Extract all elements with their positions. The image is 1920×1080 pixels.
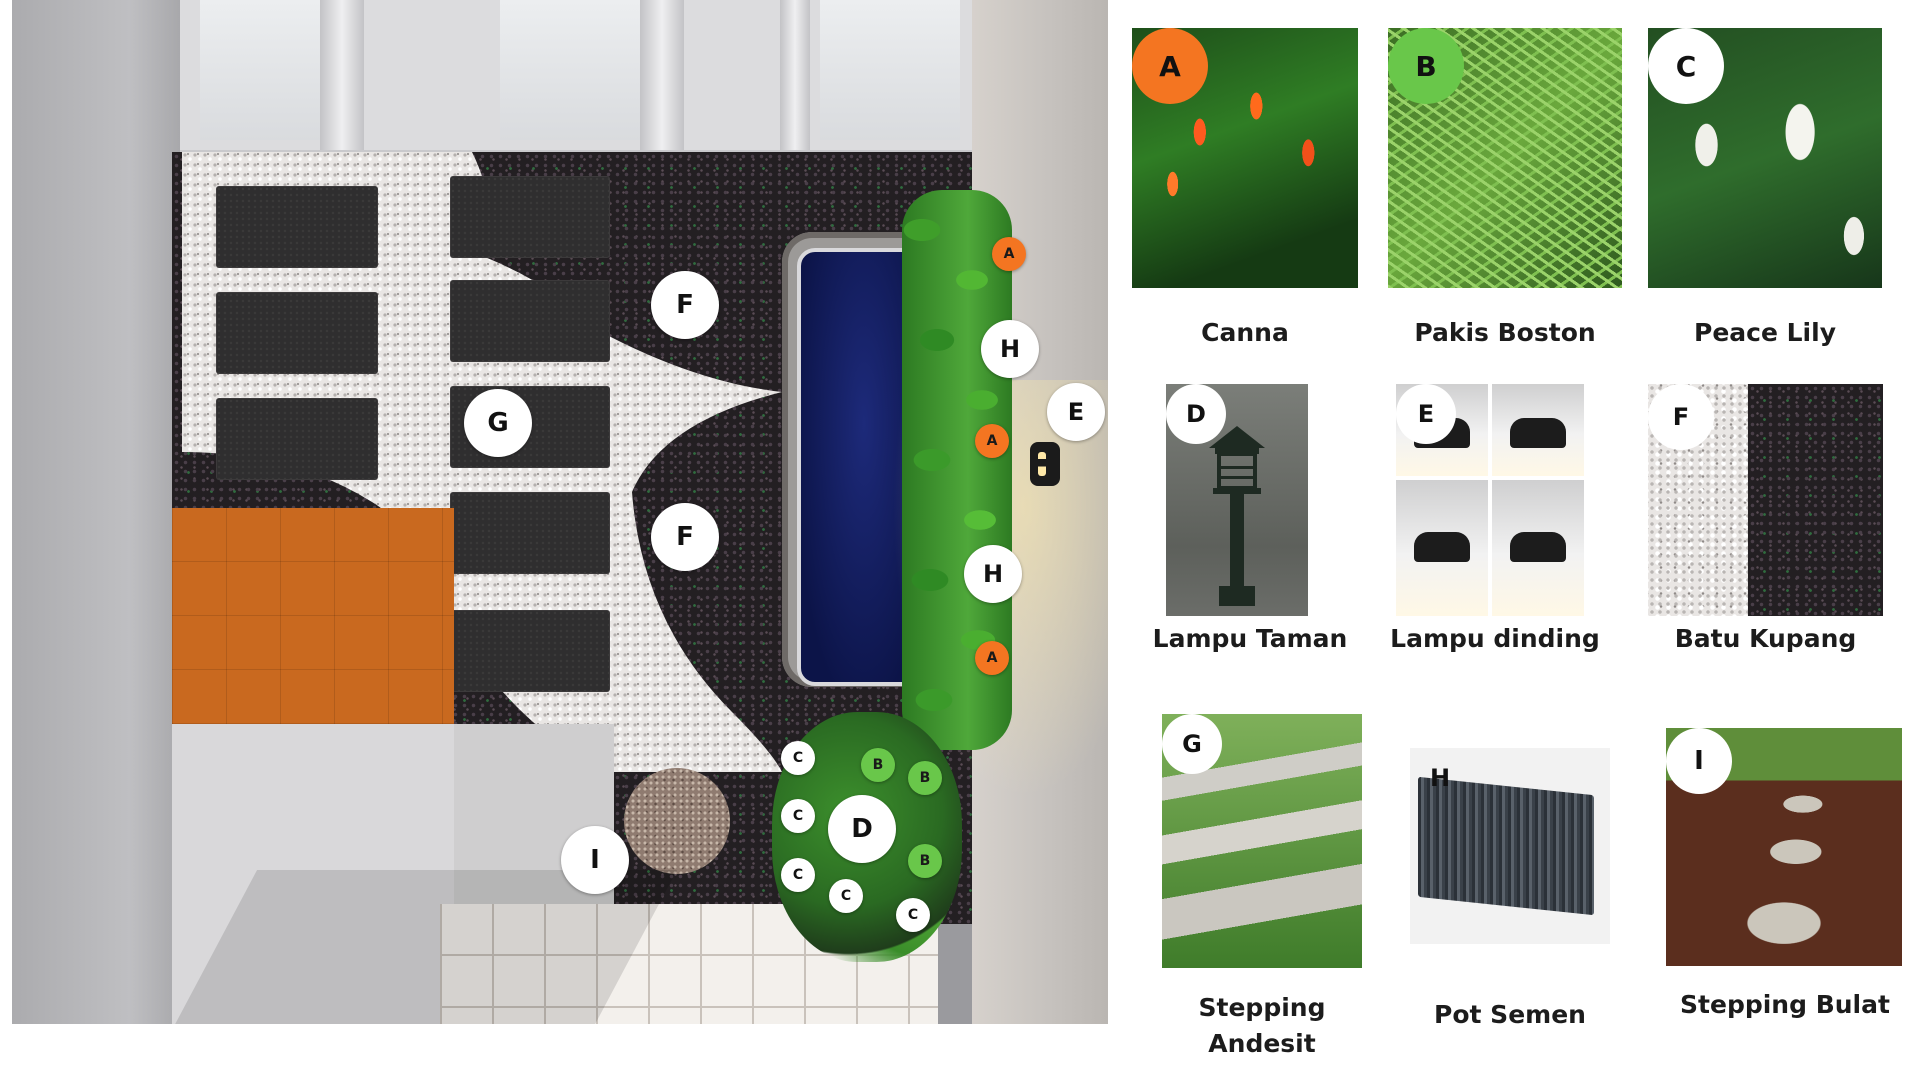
marker-b: B (908, 761, 942, 795)
round-stepping-photo: I (1666, 728, 1902, 966)
marker-c: C (781, 741, 815, 775)
badge-b: B (1388, 28, 1464, 104)
wall-lamp-icon (1030, 442, 1060, 486)
marker-c: C (896, 898, 930, 932)
marker-a: A (992, 237, 1026, 271)
stepping-stone (450, 176, 610, 258)
marker-c: C (781, 858, 815, 892)
legend-label: Batu Kupang (1674, 624, 1857, 653)
garden-plan: F F G H H E A A A B B B C C C C C D I (12, 0, 1108, 1024)
badge-i: I (1666, 728, 1732, 794)
badge-d: D (1166, 384, 1226, 444)
stepping-stone (450, 280, 610, 362)
legend-label: Pot Semen (1434, 1000, 1586, 1029)
wall-lamp-icon (1396, 480, 1488, 616)
marker-c: C (829, 879, 863, 913)
pergola-glass (200, 0, 320, 140)
legend-label: Stepping Bulat (1680, 990, 1890, 1019)
marker-i: I (561, 826, 629, 894)
legend-label: Stepping Andesit (1198, 993, 1326, 1058)
round-stepping-stone (624, 768, 730, 874)
stepping-stone (450, 492, 610, 574)
wall-lamp-photo: E (1396, 384, 1584, 616)
badge-f: F (1648, 384, 1714, 450)
marker-h: H (981, 320, 1039, 378)
badge-a: A (1132, 28, 1208, 104)
legend-label: Canna (1201, 318, 1289, 347)
pergola-glass (820, 0, 960, 140)
marker-e: E (1047, 383, 1105, 441)
legend-label: Lampu Taman (1152, 624, 1348, 653)
floor (172, 724, 454, 1024)
marker-g: G (464, 389, 532, 457)
marker-c: C (781, 799, 815, 833)
wall-lamp-icon (1492, 480, 1584, 616)
pergola-beam (780, 0, 810, 150)
marker-b: B (908, 844, 942, 878)
legend-label: Peace Lily (1694, 318, 1836, 347)
fern-photo: B (1388, 28, 1622, 288)
pergola (180, 0, 972, 156)
stepping-stone (216, 292, 378, 374)
marker-b: B (861, 748, 895, 782)
peace-lily-photo: C (1648, 28, 1882, 288)
wood-deck (172, 508, 454, 724)
marker-a: A (975, 424, 1009, 458)
badge-h: H (1429, 764, 1451, 792)
badge-c: C (1648, 28, 1724, 104)
badge-g: G (1162, 714, 1222, 774)
pergola-beam (320, 0, 364, 150)
cement-pot-photo: H (1410, 748, 1610, 944)
garden-lamp-icon (1209, 425, 1265, 606)
badge-e: E (1396, 384, 1456, 444)
wall-lamp-icon (1492, 384, 1584, 476)
left-wall (12, 0, 180, 1024)
pergola-glass (500, 0, 640, 140)
pebble-photo: F (1648, 384, 1883, 616)
marker-a: A (975, 641, 1009, 675)
pergola-beam (640, 0, 684, 150)
stepping-stone (216, 398, 378, 480)
marker-h: H (964, 545, 1022, 603)
marker-f: F (651, 503, 719, 571)
stepping-stone (450, 610, 610, 692)
garden-lamp-photo: D (1166, 384, 1308, 616)
dark-pebble-swatch (1748, 384, 1883, 616)
legend-label: Pakis Boston (1414, 318, 1596, 347)
marker-f: F (651, 271, 719, 339)
marker-d: D (828, 795, 896, 863)
canna-photo: A (1132, 28, 1358, 288)
andesite-photo: G (1162, 714, 1362, 968)
legend-label: Lampu dinding (1390, 624, 1600, 653)
stepping-stone (216, 186, 378, 268)
